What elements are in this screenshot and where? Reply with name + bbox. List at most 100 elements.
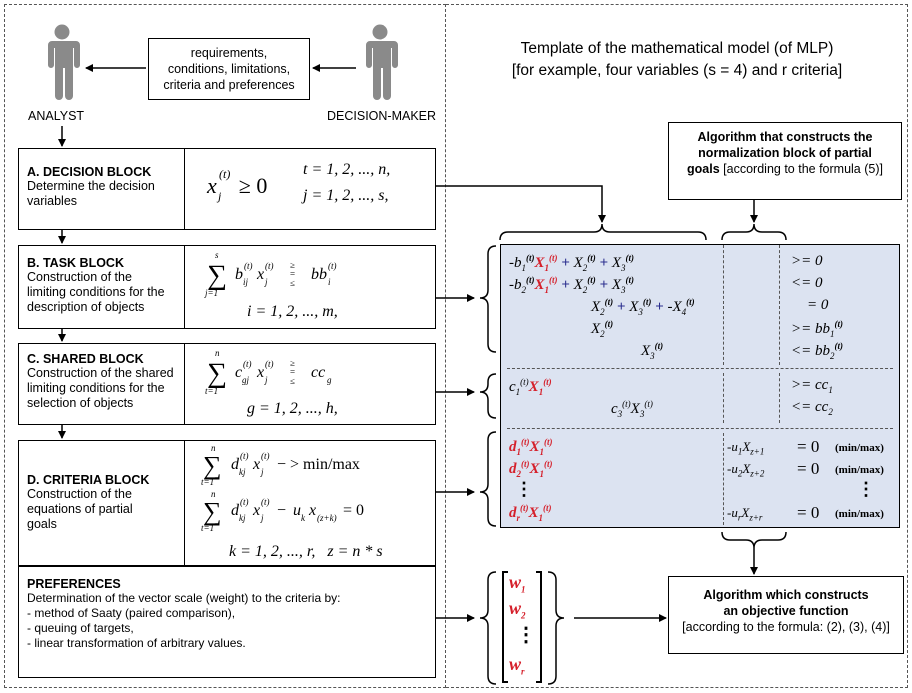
decision-block-title: A. DECISION BLOCK [27, 165, 152, 179]
preferences-desc: - method of Saaty (paired comparison), [27, 606, 236, 620]
decision-block-desc: variables [27, 194, 78, 208]
svg-text:gj: gj [242, 375, 250, 385]
svg-text:(t): (t) [240, 451, 249, 461]
svg-text:n: n [211, 443, 216, 453]
svg-text:(z+k): (z+k) [317, 513, 337, 523]
matrix-criteria-row: d1(t)X1(t) [509, 437, 553, 457]
decision-maker-label: DECISION-MAKER [327, 109, 437, 123]
svg-text:c: c [235, 364, 242, 381]
analyst-label: ANALYST [28, 109, 85, 123]
algorithm-norm-line: Algorithm that constructs the [697, 130, 873, 144]
weight-w2: w2 [509, 598, 526, 621]
weight-vector-brackets [502, 571, 542, 683]
shared-block-desc: Construction of the shared [27, 366, 174, 380]
criteria-formula: n ∑ t=1 d kj (t) x j (t) − > min/max n ∑… [201, 443, 364, 533]
matrix-row-divider [507, 428, 893, 429]
matrix-row-divider [507, 368, 893, 369]
matrix-criteria-slack: -urXz+r [727, 505, 763, 523]
svg-text:x: x [256, 364, 264, 381]
template-title-line: [for example, four variables (s = 4) and… [511, 62, 843, 79]
shared-formula: n ∑ t=1 c gj (t) x j (t) ≥ = ≤ cc g [205, 348, 332, 396]
matrix-divider [723, 433, 724, 525]
svg-text:j=1: j=1 [204, 288, 218, 298]
matrix-task-rhs: = 0 [807, 297, 829, 313]
matrix-divider [723, 373, 724, 423]
svg-text:n: n [215, 348, 220, 358]
left-panel-frame [4, 4, 446, 688]
algorithm-obj-suffix: [according to the formula: (2), (3), (4)… [682, 620, 890, 634]
svg-text:≥: ≥ [290, 358, 295, 368]
svg-text:∑: ∑ [203, 497, 222, 526]
weight-wr: wr [509, 654, 525, 677]
algorithm-obj-line: an objective function [723, 604, 849, 618]
model-matrix: -b1(t)X1(t) + X2(t) + X3(t) -b2(t)X1(t) … [500, 244, 900, 528]
weight-w1: w1 [509, 572, 526, 595]
task-block-text: B. TASK BLOCK Construction of the limiti… [19, 246, 185, 328]
algorithm-norm-line: normalization block of partial [698, 146, 872, 160]
matrix-minmax: (min/max) [835, 442, 884, 454]
svg-text:= 0: = 0 [343, 502, 364, 519]
svg-text:t=1: t=1 [205, 386, 218, 396]
svg-text:t=1: t=1 [201, 523, 214, 533]
matrix-task-rhs: >= 0 [791, 253, 823, 269]
matrix-criteria-dots: ⋮ [515, 479, 533, 499]
criteria-block-title: D. CRITERIA BLOCK [27, 473, 150, 487]
matrix-criteria-row: dr(t)X1(t) [509, 503, 552, 523]
matrix-divider [723, 245, 724, 365]
svg-text:j: j [264, 375, 268, 385]
criteria-range: k = 1, 2, ..., r, z = n * s [229, 543, 383, 560]
svg-text:∑: ∑ [207, 358, 227, 389]
svg-text:b: b [235, 266, 243, 283]
svg-text:kj: kj [239, 513, 246, 523]
matrix-criteria-row: d2(t)X1(t) [509, 459, 553, 479]
shared-block-desc: limiting conditions for the [27, 381, 165, 395]
svg-text:(t): (t) [243, 359, 252, 369]
algorithm-norm-suffix: [according to the formula (5)] [723, 162, 883, 176]
task-range: i = 1, 2, ..., m, [247, 303, 338, 320]
svg-text:j: j [260, 513, 264, 523]
matrix-minmax-dots: ⋮ [857, 479, 875, 499]
matrix-task-rhs: >= bb1(t) [791, 319, 843, 339]
shared-range: g = 1, 2, ..., h, [247, 400, 338, 417]
svg-text:g: g [327, 375, 332, 385]
matrix-task-row: -b2(t)X1(t) + X2(t) + X3(t) [509, 275, 634, 295]
task-block-desc: limiting conditions for the [27, 285, 165, 299]
preferences-block: PREFERENCES Determination of the vector … [18, 566, 436, 678]
svg-text:(t): (t) [265, 261, 274, 271]
matrix-shared-rhs: <= cc2 [791, 399, 833, 417]
matrix-minmax: (min/max) [835, 464, 884, 476]
matrix-shared-row: c1(t)X1(t) [509, 377, 552, 397]
svg-text:x: x [308, 502, 316, 519]
svg-text:− > min/max: − > min/max [277, 456, 360, 473]
svg-text:u: u [293, 502, 301, 519]
requirements-box: requirements, conditions, limitations, c… [148, 38, 310, 100]
svg-text:∑: ∑ [203, 451, 222, 480]
requirements-line: conditions, limitations, [167, 62, 291, 76]
preferences-desc: - queuing of targets, [27, 621, 134, 635]
svg-text:ij: ij [243, 277, 249, 287]
matrix-criteria-slack: -u2Xz+2 [727, 461, 765, 479]
right-panel-frame [446, 4, 908, 688]
matrix-divider [779, 245, 780, 365]
task-block-desc: description of objects [27, 300, 145, 314]
weight-dots: ⋮ [516, 624, 536, 646]
matrix-task-row: X3(t) [641, 341, 664, 361]
requirements-line: criteria and preferences [163, 78, 295, 92]
algorithm-normalization-box: Algorithm that constructs the normalizat… [668, 122, 902, 200]
task-block: B. TASK BLOCK Construction of the limiti… [18, 245, 436, 329]
matrix-task-row: X2(t) [591, 319, 614, 339]
decision-range: j = 1, 2, ..., s, [303, 187, 389, 204]
preferences-title: PREFERENCES [27, 577, 121, 591]
shared-block: C. SHARED BLOCK Construction of the shar… [18, 343, 436, 425]
svg-text:kj: kj [239, 467, 246, 477]
svg-text:n: n [211, 489, 216, 499]
template-title: Template of the mathematical model (of M… [452, 38, 902, 82]
svg-text:d: d [231, 502, 240, 519]
algorithm-objective-box: Algorithm which constructs an objective … [668, 576, 904, 654]
svg-text:j: j [264, 277, 268, 287]
criteria-block-desc: equations of partial [27, 502, 133, 516]
task-block-title: B. TASK BLOCK [27, 256, 124, 270]
matrix-shared-row: c3(t)X3(t) [611, 399, 653, 419]
